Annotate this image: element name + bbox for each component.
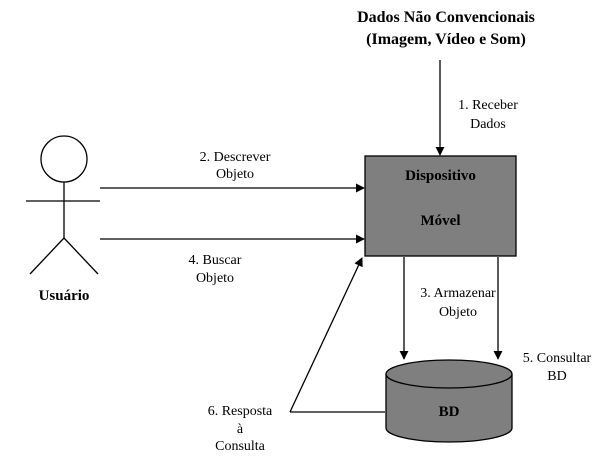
step6-label-line2: à — [236, 422, 244, 437]
device-label-line1: Dispositivo — [405, 168, 476, 184]
step6-label-line3: Consulta — [215, 439, 265, 454]
step4-label-line1: 4. Buscar — [188, 253, 242, 268]
step5-label-line1: 5. Consultar — [522, 351, 592, 366]
source-title-line2: (Imagem, Vídeo e Som) — [366, 31, 526, 48]
step2-label-line1: 2. Descrever — [199, 150, 271, 165]
user-actor-figure — [26, 135, 100, 275]
device-label-line2: Móvel — [420, 213, 461, 229]
database-cylinder — [385, 359, 513, 443]
source-title-line1: Dados Não Convencionais — [357, 9, 535, 26]
arrow-query-response — [289, 257, 363, 413]
step3-label-line1: 3. Armazenar — [420, 286, 496, 301]
actor-label: Usuário — [38, 288, 90, 304]
step3-label-line2: Objeto — [438, 305, 478, 320]
step4-label-line2: Objeto — [195, 271, 235, 286]
step5-label-line2: BD — [547, 369, 567, 384]
step6-label-line1: 6. Resposta — [207, 404, 273, 419]
database-label: BD — [438, 404, 460, 420]
mobile-device-box — [364, 155, 517, 257]
step1-label-line2: Dados — [470, 117, 506, 132]
step1-label-line1: 1. Receber — [458, 98, 518, 113]
step2-label-line2: Objeto — [215, 167, 255, 182]
